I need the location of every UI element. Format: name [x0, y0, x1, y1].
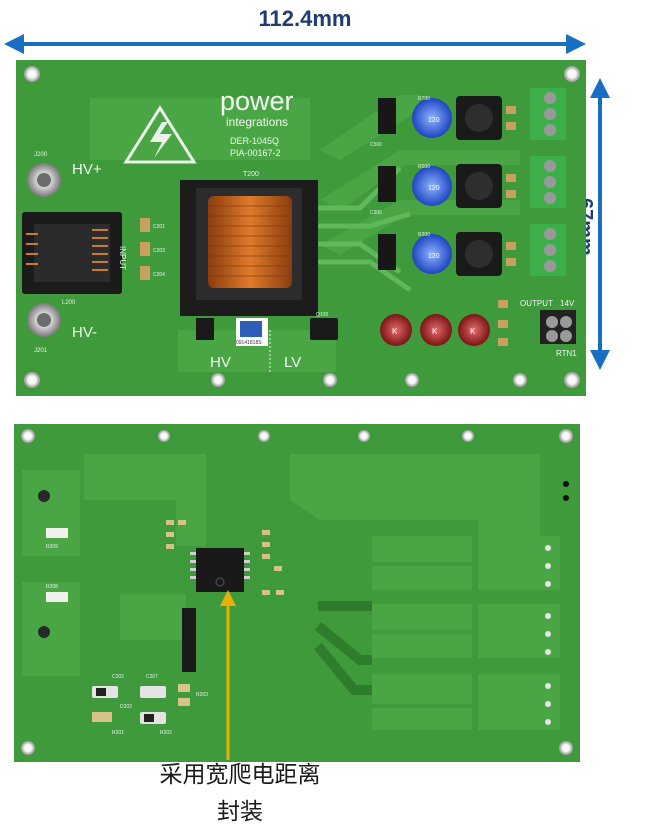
mounting-hole-bl-icon — [24, 372, 40, 388]
mounting-hole-tr-icon — [564, 66, 580, 82]
bottom-pcb-board: R209 R208 C202 C207 D202 — [14, 424, 580, 762]
svg-text:R209: R209 — [46, 544, 58, 550]
rtn-label: RTN1 — [556, 349, 577, 358]
svg-text:L200: L200 — [62, 300, 76, 306]
ic-u200 — [196, 318, 214, 340]
polymer-cap-c102 — [380, 314, 412, 346]
input-label: INPUT — [118, 246, 127, 270]
pia-id: PIA-00167-2 — [230, 148, 281, 158]
svg-text:J201: J201 — [34, 348, 48, 354]
electrolytic-cap-c300 — [412, 234, 452, 274]
electrolytic-cap-c500 — [412, 166, 452, 206]
width-dimension-label: 112.4mm — [258, 6, 352, 31]
mounting-hole-br-icon — [564, 372, 580, 388]
svg-text:R202: R202 — [160, 730, 172, 736]
high-voltage-warning-icon — [123, 105, 197, 164]
polymer-cap-c101 — [458, 314, 490, 346]
svg-text:C202: C202 — [112, 674, 124, 680]
svg-text:120: 120 — [428, 117, 440, 124]
design-id: DER-1045Q — [230, 136, 279, 146]
svg-text:D202: D202 — [120, 704, 132, 710]
electrolytic-cap-c700 — [412, 98, 452, 138]
svg-text:C204: C204 — [153, 272, 165, 278]
logo-power: power — [220, 86, 294, 116]
svg-text:T200: T200 — [243, 171, 259, 178]
svg-text:C201: C201 — [153, 224, 165, 230]
svg-text:Q100: Q100 — [316, 312, 328, 318]
annotation-caption-line1: 采用宽爬电距离 — [159, 762, 321, 788]
svg-text:K: K — [432, 327, 438, 336]
svg-text:C207: C207 — [146, 674, 158, 680]
svg-text:R203: R203 — [196, 692, 208, 698]
transformer-coil — [208, 196, 292, 288]
mounting-hole-tl-icon — [24, 66, 40, 82]
svg-text:R700: R700 — [418, 96, 430, 102]
svg-text:09141818S: 09141818S — [236, 340, 262, 346]
svg-text:K: K — [470, 327, 476, 336]
output-channel-3: 120 R300 — [378, 224, 566, 276]
output-label: OUTPUT — [520, 299, 553, 308]
output-voltage-label: 14V — [560, 299, 575, 308]
polymer-cap-c100 — [420, 314, 452, 346]
svg-text:R201: R201 — [112, 730, 124, 736]
svg-text:C203: C203 — [153, 248, 165, 254]
hv-section-label: HV — [210, 354, 231, 371]
svg-text:J200: J200 — [34, 152, 48, 158]
output-channel-1: 120 C500 R700 — [370, 88, 566, 148]
mosfet-q100 — [310, 318, 338, 340]
svg-text:R300: R300 — [418, 232, 430, 238]
annotation-arrowhead-icon — [220, 590, 236, 606]
output-channel-2: 120 C300 R500 — [370, 156, 566, 216]
annotation-caption-line2: 封装 — [217, 799, 263, 825]
svg-text:120: 120 — [428, 185, 440, 192]
svg-text:K: K — [392, 327, 398, 336]
wide-creepage-ic-package — [196, 548, 244, 592]
copper-pour-hv — [90, 98, 310, 160]
bottom-diode-strip — [182, 608, 196, 672]
logo-integrations: integrations — [226, 115, 288, 129]
secondary-copper-plane — [290, 454, 540, 540]
svg-text:R208: R208 — [46, 584, 58, 590]
top-pcb-board: power integrations DER-1045Q PIA-00167-2… — [16, 60, 586, 396]
svg-text:C300: C300 — [370, 210, 382, 216]
svg-text:120: 120 — [428, 253, 440, 260]
lv-section-label: LV — [284, 354, 301, 371]
hv-minus-label: HV- — [72, 324, 97, 341]
hv-plus-label: HV+ — [72, 161, 102, 178]
svg-text:C500: C500 — [370, 142, 382, 148]
svg-text:R500: R500 — [418, 164, 430, 170]
